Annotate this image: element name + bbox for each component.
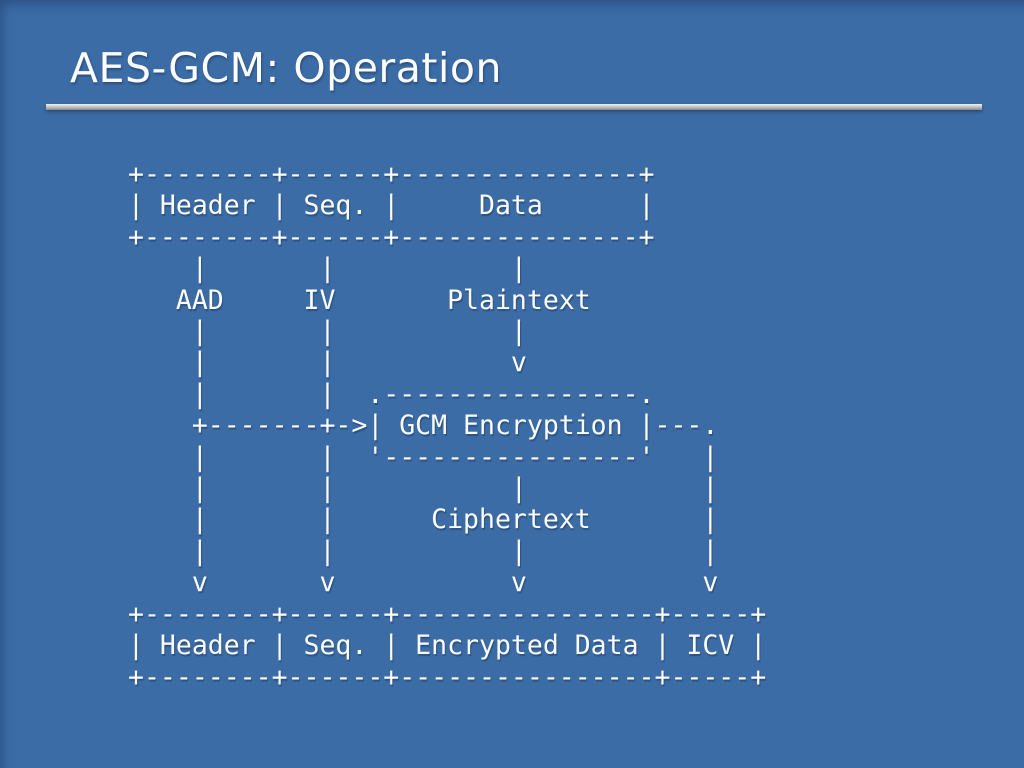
slide-title: AES-GCM: Operation [70, 44, 502, 92]
aes-gcm-ascii-diagram: +--------+------+---------------+ | Head… [128, 159, 767, 693]
title-underline [46, 104, 982, 110]
